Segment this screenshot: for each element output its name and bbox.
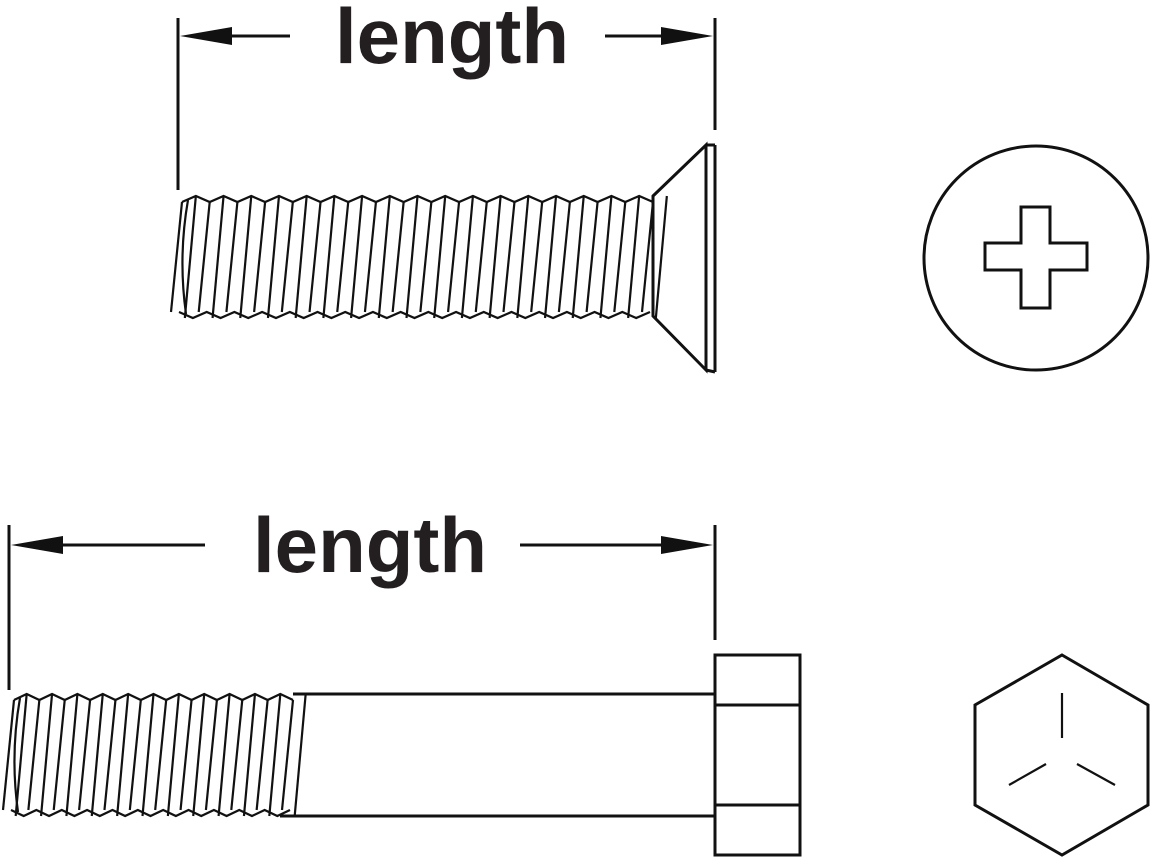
thread-crest-line — [433, 195, 447, 319]
top-length-label: length — [335, 0, 569, 80]
thread-crest-line — [488, 195, 502, 319]
hex-end-view — [973, 653, 1150, 857]
thread-root-line — [585, 201, 599, 313]
thread-crest-line — [192, 693, 206, 817]
thread-crest-line — [14, 693, 28, 817]
thread-crest-line — [627, 195, 641, 319]
thread-root-line — [640, 201, 655, 313]
thread-crest-line — [405, 195, 419, 319]
thread-root-line — [280, 699, 295, 811]
bottom-left-arrowhead — [11, 536, 63, 554]
thread-root-line — [474, 201, 488, 313]
thread-root-line — [169, 201, 184, 313]
thread-crest-line — [166, 693, 180, 817]
top-dimension: length — [176, 0, 717, 190]
thread-crest-line — [599, 195, 613, 319]
thread-crest-line — [543, 195, 558, 319]
phillips-head-circle — [922, 144, 1150, 372]
thread-root-line — [557, 201, 571, 313]
thread-crest-line — [268, 693, 282, 817]
thread-root-line — [197, 201, 211, 313]
thread-root-line — [280, 201, 294, 313]
thread-root-line — [502, 201, 516, 313]
thread-root-line — [204, 699, 219, 811]
thread-root-line — [103, 699, 117, 811]
thread-crest-line — [239, 195, 253, 319]
thread-root-line — [253, 201, 267, 313]
phillips-recess-icon — [983, 205, 1089, 310]
flat-head-edge — [705, 368, 716, 374]
thread-crest-line — [39, 693, 54, 817]
thread-crest-line — [116, 693, 130, 817]
top-left-arrowhead — [180, 27, 232, 45]
phillips-end-view — [922, 144, 1150, 372]
thread-root-line — [419, 201, 433, 313]
bottom-right-arrowhead — [661, 536, 713, 554]
thread-root-line — [225, 201, 239, 313]
thread-end-cap — [13, 697, 22, 813]
thread-root-line — [128, 699, 142, 811]
thread-crest-line — [349, 195, 364, 319]
hex-head-mark — [1076, 763, 1116, 786]
thread-root-line — [154, 699, 168, 811]
thread-crest-line — [654, 195, 668, 319]
bottom-dimension: length — [7, 501, 717, 690]
hex-head-mark — [1008, 763, 1047, 786]
thread-crest-line — [183, 195, 197, 319]
top-thread-shank — [169, 194, 668, 320]
thread-root-line — [255, 699, 269, 811]
thread-crest-line — [516, 195, 530, 319]
thread-crest-line — [65, 693, 79, 817]
hex-head-side — [713, 653, 802, 857]
thread-edge — [10, 808, 291, 818]
thread-root-line — [613, 201, 627, 313]
thread-edge — [178, 310, 651, 320]
thread-crest-line — [377, 195, 391, 319]
hex-bolt — [1, 653, 802, 857]
thread-end-cap — [181, 199, 190, 315]
thread-crest-line — [266, 195, 281, 319]
thread-root-line — [391, 201, 405, 313]
thread-root-line — [77, 699, 92, 811]
thread-root-line — [336, 201, 350, 313]
thread-crest-line — [211, 195, 225, 319]
thread-crest-line — [217, 693, 231, 817]
thread-root-line — [179, 699, 193, 811]
thread-crest-line — [90, 693, 104, 817]
thread-root-line — [363, 201, 378, 313]
thread-crest-line — [141, 693, 155, 817]
thread-crest-line — [460, 195, 475, 319]
thread-crest-line — [293, 693, 307, 817]
thread-root-line — [1, 699, 16, 811]
thread-root-line — [52, 699, 66, 811]
thread-root-line — [27, 699, 41, 811]
thread-root-line — [446, 201, 461, 313]
bottom-thread-section — [1, 692, 307, 818]
thread-crest-line — [242, 693, 257, 817]
bottom-length-label: length — [253, 501, 487, 589]
thread-crest-line — [322, 195, 336, 319]
flat-head-screw — [169, 141, 717, 374]
thread-root-line — [530, 201, 544, 313]
thread-root-line — [308, 201, 322, 313]
thread-root-line — [230, 699, 244, 811]
top-right-arrowhead — [661, 27, 713, 45]
hex-head-icon — [973, 653, 1150, 857]
thread-crest-line — [294, 195, 308, 319]
thread-crest-line — [571, 195, 585, 319]
